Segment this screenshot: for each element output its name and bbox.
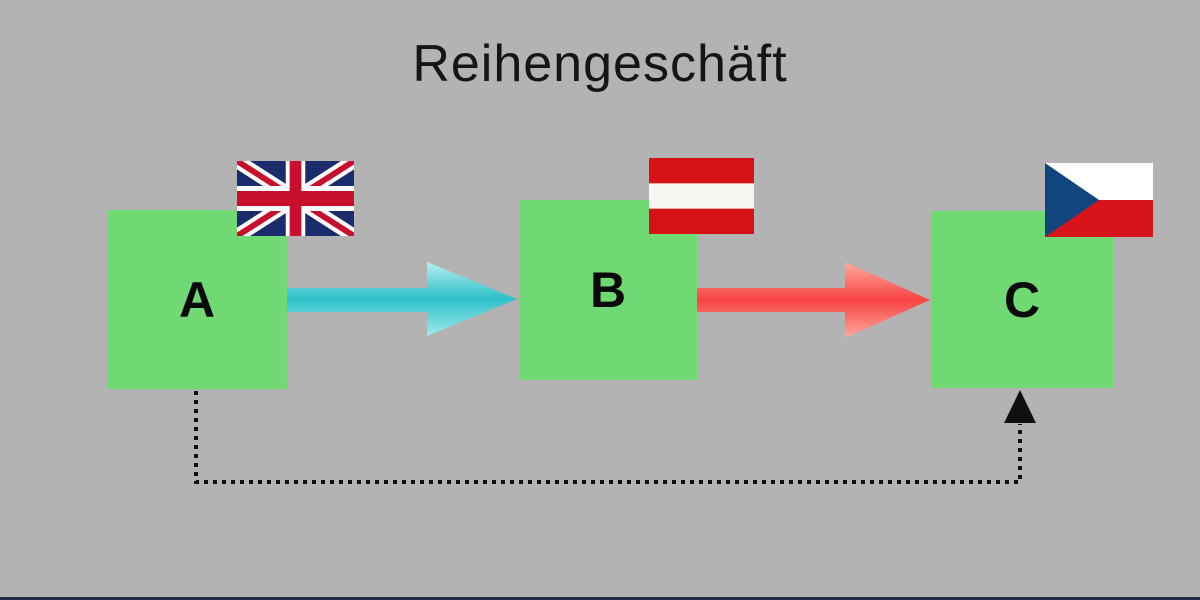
party-label-c: C xyxy=(1003,271,1041,328)
party-label-b: B xyxy=(589,262,627,318)
austria-flag-icon xyxy=(649,158,754,234)
arrow-b-to-c xyxy=(697,262,930,338)
arrow-a-to-b xyxy=(287,262,517,336)
arrow-a-to-b-shape xyxy=(287,262,517,336)
dotted-path xyxy=(194,391,1022,484)
bottom-border-bar xyxy=(0,597,1200,600)
czech-republic-flag-icon xyxy=(1045,163,1153,237)
united-kingdom-flag-icon xyxy=(237,161,354,236)
party-box-a: A xyxy=(107,210,287,389)
party-box-c: C xyxy=(931,211,1113,388)
party-label-a: A xyxy=(178,271,216,328)
diagram-title: Reihengeschäft xyxy=(412,35,788,93)
dotted-arrowhead xyxy=(1004,390,1036,423)
arrow-b-to-c-shape xyxy=(697,262,930,338)
